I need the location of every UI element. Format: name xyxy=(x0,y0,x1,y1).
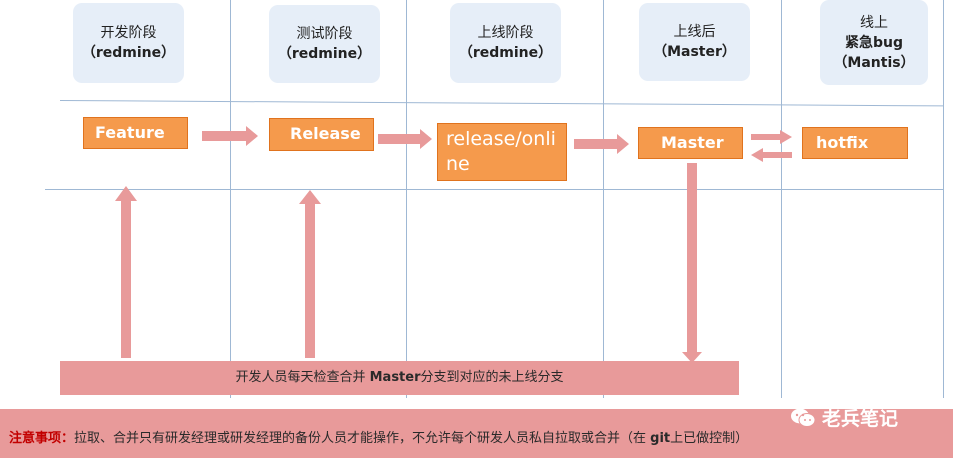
stage-tool: （redmine） xyxy=(81,45,176,61)
arrow-release-to-online xyxy=(378,129,432,149)
grid-line xyxy=(45,189,943,190)
arrow-hotfix-to-master xyxy=(751,148,792,162)
arrow-online-to-master xyxy=(574,134,629,154)
node-hotfix: hotfix xyxy=(802,127,908,159)
stage-tool: （Mantis） xyxy=(833,54,915,71)
stage-post-release: 上线后 （Master） xyxy=(639,3,750,81)
node-release: Release xyxy=(269,118,374,151)
stage-release: 上线阶段 （redmine） xyxy=(450,3,561,83)
node-release-online: release/online xyxy=(437,123,567,181)
merge-band-prefix: 开发人员每天检查合并 xyxy=(235,370,370,385)
stage-title: 开发阶段 xyxy=(100,25,157,41)
grid-line xyxy=(406,0,407,398)
grid-line xyxy=(603,0,604,398)
note-label: 注意事项： xyxy=(9,431,75,446)
grid-line xyxy=(943,0,944,398)
arrow-feature-to-release xyxy=(202,126,258,146)
stage-testing: 测试阶段 （redmine） xyxy=(269,5,380,83)
note-text: 注意事项：拉取、合并只有研发经理或研发经理的备份人员才能操作，不允许每个研发人员… xyxy=(9,427,748,446)
stage-title: 上线后 xyxy=(673,24,716,40)
arrow-up-to-release xyxy=(299,190,321,358)
merge-band-suffix: 分支到对应的未上线分支 xyxy=(420,370,564,385)
stage-tool: （redmine） xyxy=(458,45,553,61)
arrow-down-from-master xyxy=(682,163,702,363)
wechat-icon xyxy=(791,408,816,427)
node-feature: Feature xyxy=(83,117,188,149)
node-master: Master xyxy=(638,127,743,159)
stage-development: 开发阶段 （redmine） xyxy=(73,3,184,83)
note-git: git xyxy=(650,431,671,446)
stage-title: 线上 xyxy=(860,14,888,31)
arrow-master-to-hotfix xyxy=(751,130,792,144)
node-release-online-label: release/online xyxy=(446,128,556,175)
stage-subtitle: 紧急bug xyxy=(844,34,903,51)
merge-band-text: 开发人员每天检查合并 Master分支到对应的未上线分支 xyxy=(60,361,739,395)
stage-hotfix: 线上 紧急bug （Mantis） xyxy=(820,0,928,85)
grid-line xyxy=(230,0,231,398)
arrow-up-to-feature xyxy=(115,186,137,358)
merge-band-bold: Master xyxy=(369,370,421,385)
watermark: 老兵笔记 xyxy=(790,404,898,431)
note-tail: 上已做控制） xyxy=(670,431,749,446)
stage-tool: （redmine） xyxy=(277,46,372,62)
stage-title: 测试阶段 xyxy=(296,26,353,42)
merge-band xyxy=(60,361,739,395)
watermark-label: 老兵笔记 xyxy=(822,408,899,430)
stage-tool: （Master） xyxy=(653,44,736,60)
grid-line xyxy=(781,0,782,398)
note-body: 拉取、合并只有研发经理或研发经理的备份人员才能操作，不允许每个研发人员私自拉取或… xyxy=(74,431,651,446)
stage-title: 上线阶段 xyxy=(477,25,534,41)
